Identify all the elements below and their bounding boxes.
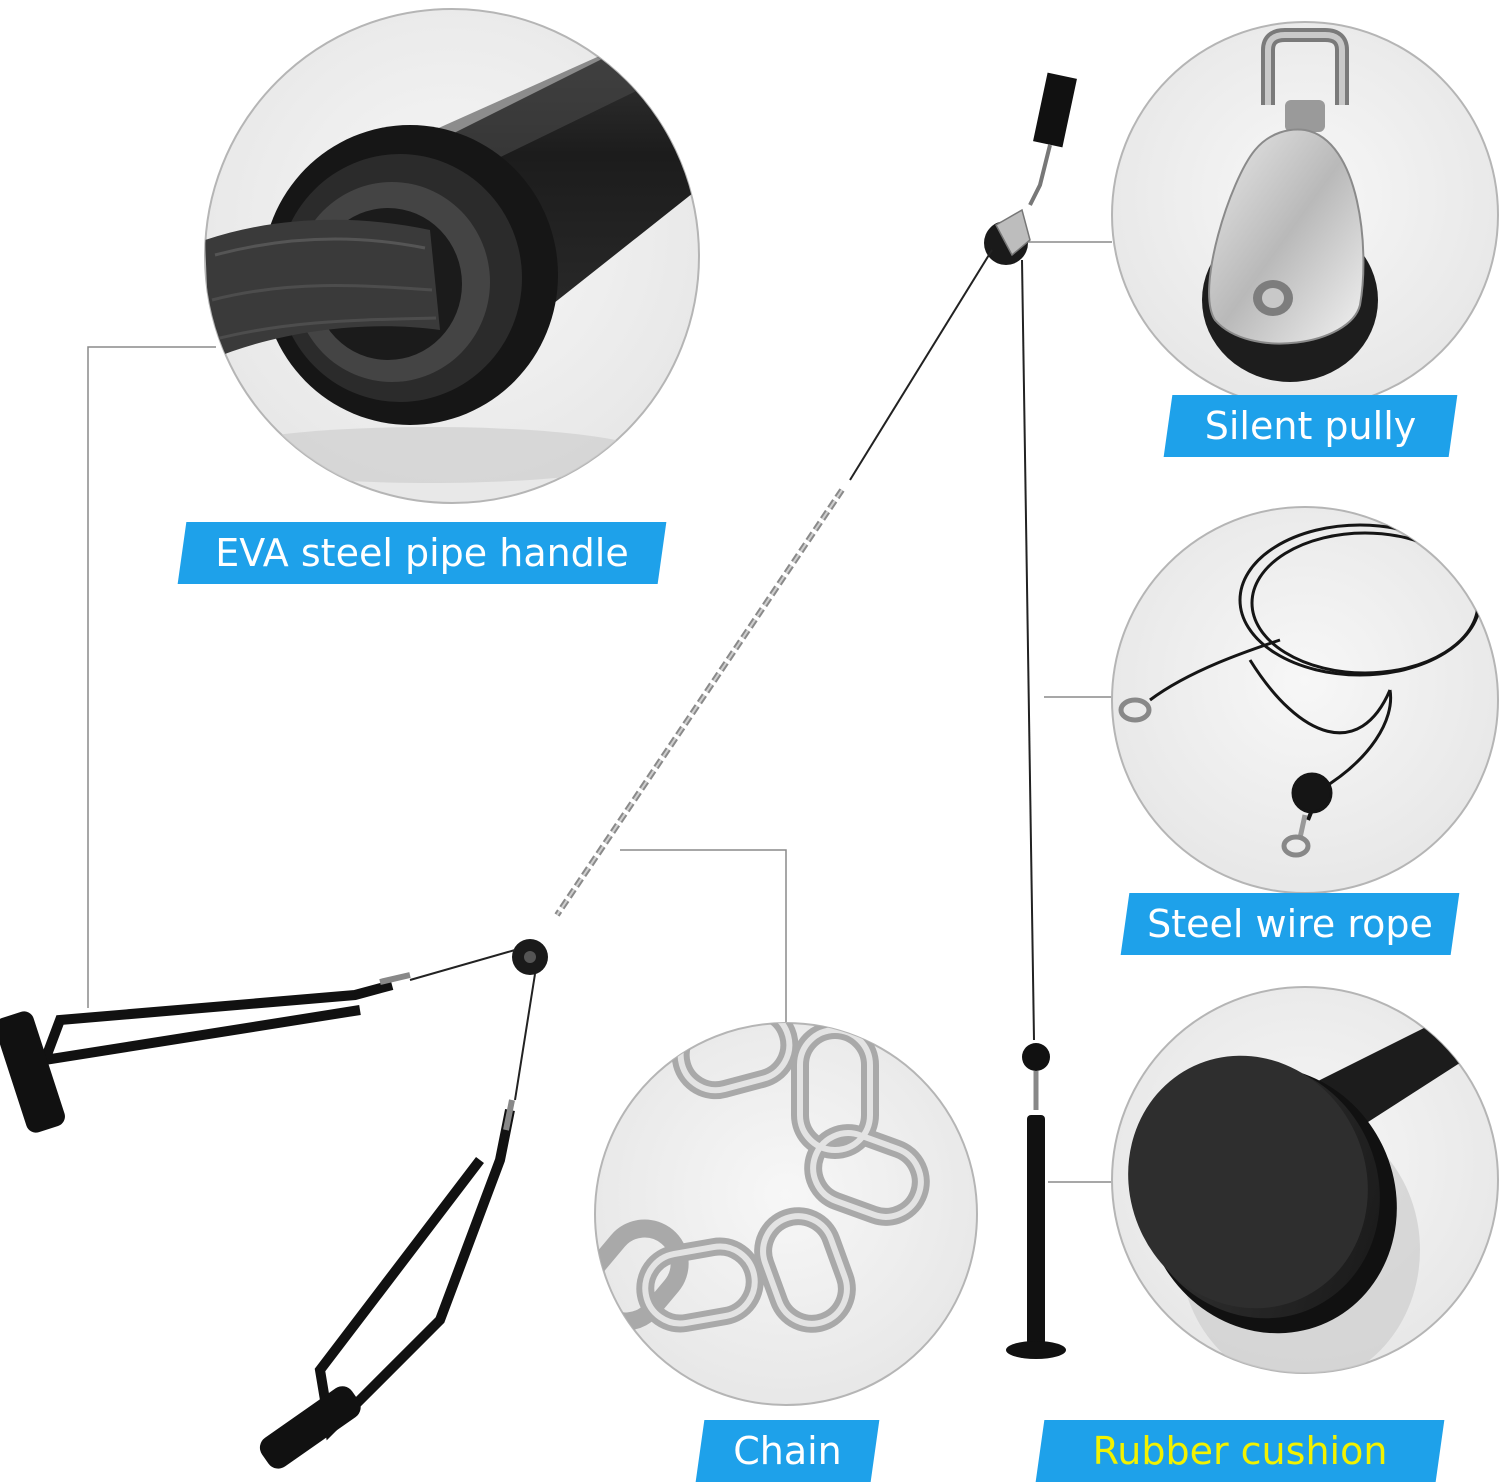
handle-label: EVA steel pipe handle xyxy=(182,522,662,584)
chain-closeup-circle xyxy=(594,1022,978,1406)
chain-label-text: Chain xyxy=(733,1429,842,1473)
handle-label-text: EVA steel pipe handle xyxy=(215,531,629,575)
cable-pulley-system xyxy=(0,72,1077,1469)
chain-leader-line xyxy=(620,849,787,1024)
loading-pin-base xyxy=(1006,1341,1066,1359)
chain-label: Chain xyxy=(700,1420,875,1482)
handle-bottom xyxy=(259,1099,515,1469)
handle-leader-line xyxy=(87,346,216,1008)
cushion-label: Rubber cushion xyxy=(1040,1420,1440,1482)
handle-left xyxy=(0,972,411,1133)
handle-closeup-circle xyxy=(204,8,700,504)
loading-pin xyxy=(1027,1115,1045,1345)
door-anchor-strap xyxy=(1033,72,1077,148)
cushion-label-text: Rubber cushion xyxy=(1092,1429,1388,1473)
wire-label-text: Steel wire rope xyxy=(1147,902,1433,946)
leader-lines xyxy=(87,241,1113,1183)
rubber-ball-stopper xyxy=(1022,1043,1050,1071)
pully-label-text: Silent pully xyxy=(1204,404,1417,448)
cushion-closeup-circle xyxy=(1111,986,1499,1374)
pully-closeup-circle xyxy=(1111,21,1499,409)
wire-label: Steel wire rope xyxy=(1125,893,1455,955)
wire-closeup-circle xyxy=(1111,506,1499,894)
pully-label: Silent pully xyxy=(1168,395,1453,457)
